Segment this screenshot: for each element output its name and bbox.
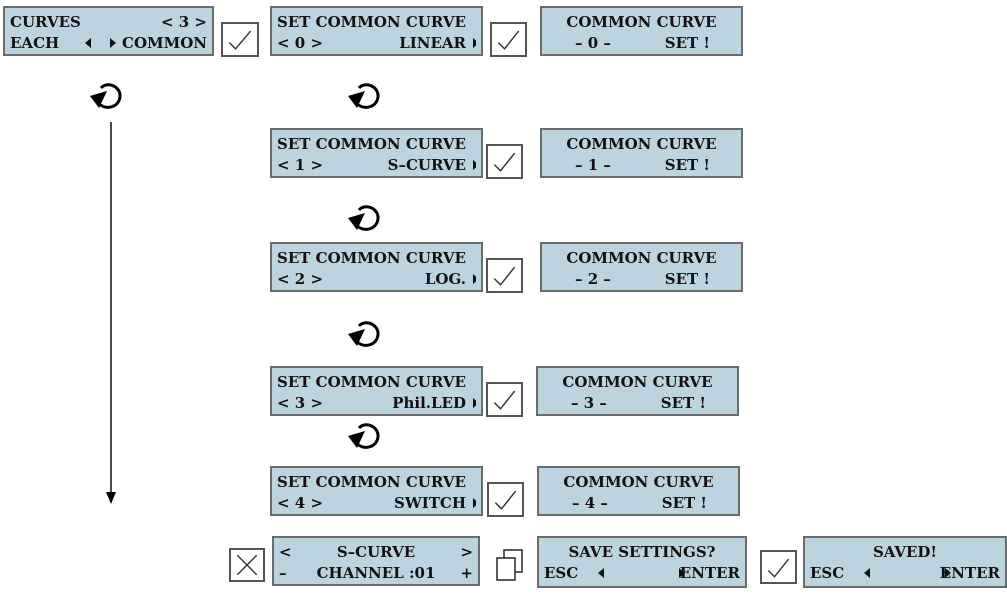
right-triangle-icon [473,160,476,170]
common-curve-title: COMMON CURVE [566,13,717,31]
curve-number: – 4 – [572,494,608,512]
common-option: COMMON [122,34,207,52]
save-settings-question: SAVE SETTINGS? [568,543,716,561]
set-confirmation: SET ! [661,494,707,512]
checkmark-icon [221,22,259,57]
cycle-arrow-icon [345,78,389,114]
common-curve-set-display: COMMON CURVE – 0 – SET ! [540,6,743,56]
checkmark-icon [486,382,523,417]
curve-number: – 0 – [575,34,611,52]
save-settings-display: SAVE SETTINGS? ESC ENTER [537,536,747,588]
each-curve-display: < S–CURVE > – CHANNEL :01 + [272,536,480,586]
set-common-curve-display: SET COMMON CURVE < 4 > SWITCH [270,466,483,516]
set-confirmation: SET ! [664,34,710,52]
common-curve-title: COMMON CURVE [566,135,717,153]
set-confirmation: SET ! [664,156,710,174]
channel-label: CHANNEL :01 [316,564,436,582]
curve-type: LINEAR [399,34,466,52]
set-common-curve-title: SET COMMON CURVE [277,135,466,153]
common-curve-title: COMMON CURVE [562,373,713,391]
curves-index: < 3 > [160,13,207,31]
curve-type: LOG. [424,270,466,288]
common-curve-title: COMMON CURVE [566,249,717,267]
curve-number: – 2 – [575,270,611,288]
left-triangle-icon [598,568,604,578]
channel-minus: – [279,564,287,582]
curve-index: < 3 > [277,394,324,412]
curve-index: < 2 > [277,270,324,288]
saved-display: SAVED! ESC ENTER [803,536,1007,588]
set-common-curve-display: SET COMMON CURVE < 0 > LINEAR [270,6,483,56]
copy-icon [494,548,526,582]
set-common-curve-title: SET COMMON CURVE [277,13,466,31]
common-curve-set-display: COMMON CURVE – 4 – SET ! [537,466,740,516]
set-common-curve-title: SET COMMON CURVE [277,473,466,491]
cycle-arrow-icon [345,418,389,454]
saved-esc-label: ESC [810,564,845,582]
set-confirmation: SET ! [664,270,710,288]
curve-number: – 1 – [575,156,611,174]
left-triangle-icon [85,38,91,48]
checkmark-icon [760,550,797,584]
curves-menu-display: CURVES < 3 > EACH COMMON [3,6,214,56]
common-curve-set-display: COMMON CURVE – 2 – SET ! [540,242,743,292]
set-common-curve-display: SET COMMON CURVE < 2 > LOG. [270,242,483,292]
set-confirmation: SET ! [660,394,706,412]
right-triangle-icon [945,568,951,578]
curve-index: < 1 > [277,156,324,174]
save-esc-label: ESC [544,564,579,582]
curve-index: < 4 > [277,494,324,512]
curve-type: SWITCH [394,494,466,512]
curves-label: CURVES [10,13,81,31]
each-option: EACH [10,34,60,52]
common-curve-set-display: COMMON CURVE – 3 – SET ! [536,366,739,416]
saved-enter-label: ENTER [939,564,1000,582]
cycle-arrow-icon [87,78,131,114]
checkmark-icon [486,144,523,179]
each-prev: < [279,543,292,561]
cross-icon [229,548,265,582]
saved-message: SAVED! [872,543,938,561]
curve-type: Phil.LED [392,394,466,412]
set-common-curve-title: SET COMMON CURVE [277,373,466,391]
each-next: > [460,543,473,561]
checkmark-icon [486,258,523,293]
common-curve-title: COMMON CURVE [563,473,714,491]
right-triangle-icon [473,38,476,48]
curve-type: S–CURVE [387,156,466,174]
curve-index: < 0 > [277,34,324,52]
set-common-curve-title: SET COMMON CURVE [277,249,466,267]
channel-plus: + [460,564,473,582]
set-common-curve-display: SET COMMON CURVE < 3 > Phil.LED [270,366,483,416]
cycle-arrow-icon [345,316,389,352]
right-triangle-icon [473,398,476,408]
save-enter-label: ENTER [679,564,740,582]
left-triangle-icon [864,568,870,578]
checkmark-icon [487,482,524,517]
right-triangle-icon [473,498,476,508]
curve-number: – 3 – [571,394,607,412]
cycle-arrow-icon [345,200,389,236]
right-triangle-icon [473,274,476,284]
right-triangle-icon [110,38,116,48]
each-curve-type: S–CURVE [336,543,416,561]
set-common-curve-display: SET COMMON CURVE < 1 > S–CURVE [270,128,483,178]
right-triangle-icon [679,568,685,578]
checkmark-icon [490,22,527,57]
common-curve-set-display: COMMON CURVE – 1 – SET ! [540,128,743,178]
down-arrow [106,122,116,504]
